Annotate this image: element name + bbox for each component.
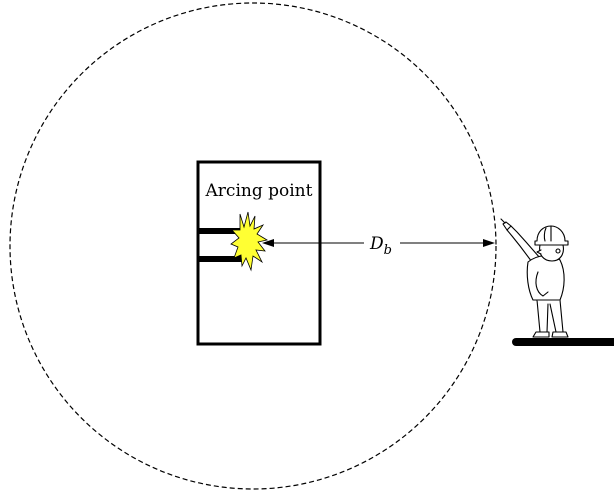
bus-bar-top	[198, 228, 242, 234]
equipment-enclosure	[196, 160, 322, 346]
bus-bar-bottom	[198, 256, 242, 262]
distance-symbol: D	[369, 234, 384, 254]
arrowhead-left	[262, 239, 274, 247]
distance-label: Db	[369, 234, 392, 258]
arc-flash-burst-icon	[230, 211, 269, 272]
arrowhead-right	[483, 239, 495, 247]
worker-with-hard-hat-icon	[500, 218, 569, 338]
arcing-point-label: Arcing point	[205, 181, 313, 201]
arc-flash-boundary-circle	[9, 2, 497, 490]
distance-subscript: b	[384, 243, 392, 258]
